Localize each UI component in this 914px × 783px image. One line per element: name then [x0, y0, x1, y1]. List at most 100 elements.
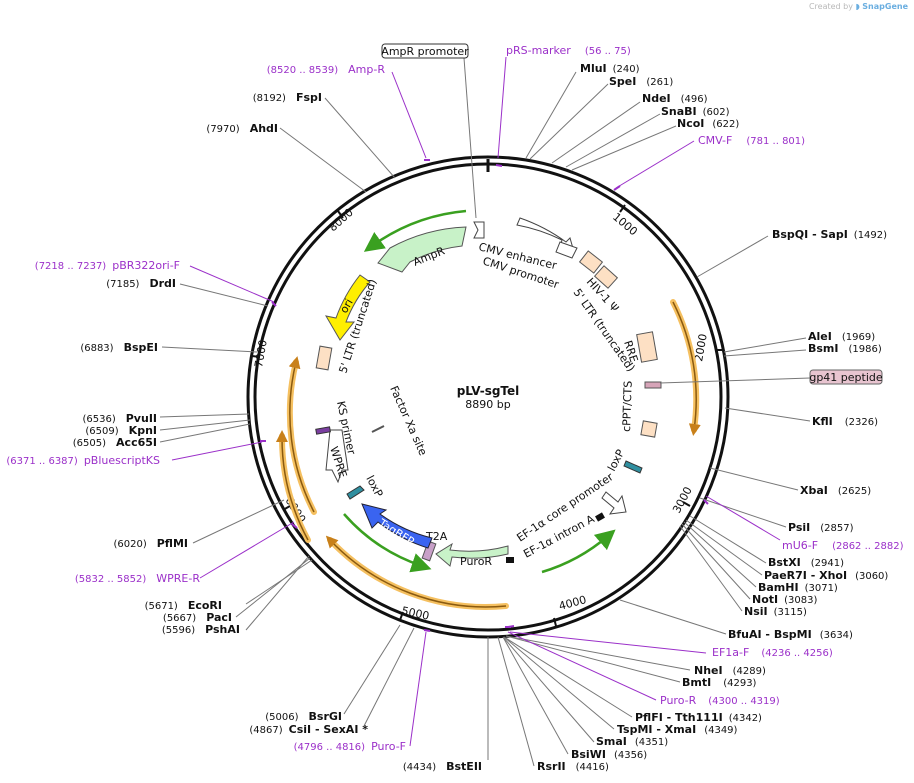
- ef1a-intron-marker: [595, 512, 605, 522]
- site-label[interactable]: (7970)AhdI: [206, 122, 278, 135]
- tick-label-5000: 5000: [400, 604, 430, 623]
- primer-label[interactable]: (8520 .. 8539)Amp-R: [267, 63, 386, 76]
- site-label[interactable]: SpeI(261): [609, 75, 673, 88]
- site-label[interactable]: KflI(2326): [812, 415, 878, 428]
- site-label[interactable]: RsrII(4416): [537, 760, 609, 773]
- site-label[interactable]: NsiI(3115): [744, 605, 807, 618]
- factor-xa-marker: [371, 425, 385, 433]
- site-label[interactable]: BamHI(3071): [758, 581, 838, 594]
- ampr-outer-line: [363, 209, 467, 252]
- rre-feature[interactable]: [636, 331, 658, 363]
- site-label[interactable]: (6509)KpnI: [85, 424, 157, 437]
- ampr-promoter-box[interactable]: [381, 43, 469, 59]
- ori-feature[interactable]: [325, 274, 371, 341]
- left-site-labels: (4434)BstEII (5006)BsrGI (4867)CsiI - Se…: [73, 91, 482, 773]
- site-label[interactable]: PflFI - Tth111I(4342): [635, 711, 762, 724]
- ks-primer-feature[interactable]: [315, 426, 331, 435]
- site-label[interactable]: (5596)PshAI: [162, 623, 240, 636]
- snapgene-logo-icon: ◗: [855, 2, 860, 11]
- site-label[interactable]: (4434)BstEII: [403, 760, 482, 773]
- site-label[interactable]: (5667)PacI: [163, 611, 232, 624]
- ltr5-feature[interactable]: [315, 345, 333, 371]
- site-label[interactable]: SmaI(4351): [596, 735, 668, 748]
- loxp-left-feature[interactable]: [346, 485, 365, 500]
- gp41-feature[interactable]: [644, 381, 662, 389]
- primer-labels: pRS-marker(56 .. 75) CMV-F(781 .. 801) m…: [6, 44, 903, 753]
- factor-xa-label: Factor Xa site: [387, 384, 429, 458]
- ampr-feature[interactable]: [377, 226, 467, 273]
- site-label[interactable]: BspQI - SapI(1492): [772, 228, 887, 241]
- site-label[interactable]: (5671)EcoRI: [145, 599, 222, 612]
- loxp-right-feature[interactable]: [623, 460, 643, 474]
- site-label[interactable]: (6020)PflMI: [113, 537, 188, 550]
- primer-markers: [260, 159, 709, 632]
- ori-label: ori: [337, 297, 355, 316]
- site-label[interactable]: BstXI(2941): [768, 556, 844, 569]
- tick-6000: [282, 505, 291, 511]
- gp41-connector: [659, 377, 811, 384]
- ampr-promoter-feature[interactable]: [473, 221, 485, 239]
- site-label[interactable]: (7185)DrdI: [106, 277, 176, 290]
- primer-label[interactable]: (4796 .. 4816)Puro-F: [294, 740, 406, 753]
- site-label[interactable]: BsmI(1986): [808, 342, 882, 355]
- tick-label-1000: 1000: [610, 210, 640, 238]
- site-label[interactable]: (4867)CsiI - SexAI *: [249, 723, 368, 736]
- tick-label-2000: 2000: [692, 333, 710, 363]
- site-label[interactable]: PsiI(2857): [788, 521, 854, 534]
- primer-label[interactable]: (5832 .. 5852)WPRE-R: [75, 572, 200, 585]
- orange-arc-right: [670, 299, 700, 433]
- site-label[interactable]: (6883)BspEI: [80, 341, 158, 354]
- site-label[interactable]: (6536)PvuII: [82, 412, 157, 425]
- site-label[interactable]: BmtI(4293): [682, 676, 757, 689]
- orange-arc-left2-core: [275, 430, 309, 541]
- tick-3000: [682, 501, 691, 507]
- site-label[interactable]: (8192)FspI: [253, 91, 322, 104]
- hiv-psi-box[interactable]: [578, 250, 604, 274]
- site-label[interactable]: NdeI(496): [642, 92, 708, 105]
- wpre-feature[interactable]: [325, 429, 349, 484]
- gp41-box[interactable]: [809, 369, 883, 385]
- site-label[interactable]: MluI(240): [580, 62, 640, 75]
- site-label[interactable]: BfuAI - BspMI(3634): [728, 628, 853, 641]
- primer-label[interactable]: (7218 .. 7237)pBR322ori-F: [35, 259, 180, 272]
- orange-arc-bottom-core: [325, 535, 507, 608]
- primer-label[interactable]: mU6-F(2862 .. 2882): [782, 539, 904, 552]
- tick-7000: [251, 355, 261, 358]
- primer-label[interactable]: (6371 .. 6387)pBluescriptKS: [6, 454, 160, 467]
- right-site-labels: MluI(240) SpeI(261) NdeI(496) SnaBI(602)…: [537, 62, 888, 773]
- site-label[interactable]: NheI(4289): [694, 664, 766, 677]
- watermark-brand: SnapGene: [862, 2, 908, 11]
- site-label[interactable]: BsiWI(4356): [571, 748, 647, 761]
- primer-label[interactable]: Puro-R(4300 .. 4319): [660, 694, 780, 707]
- plasmid-name: pLV-sgTel: [457, 384, 520, 398]
- site-label[interactable]: NotI(3083): [752, 593, 817, 606]
- ef1a-green-line: [541, 529, 616, 574]
- primer-label[interactable]: EF1a-F(4236 .. 4256): [712, 646, 833, 659]
- site-label[interactable]: (6505)Acc65I: [73, 436, 157, 449]
- site-label[interactable]: NcoI(622): [677, 117, 739, 130]
- site-label[interactable]: SnaBI(602): [661, 105, 730, 118]
- site-label[interactable]: (5006)BsrGI: [265, 710, 342, 723]
- ef1a-core-feature[interactable]: [601, 491, 627, 515]
- primer-label[interactable]: CMV-F(781 .. 801): [698, 134, 805, 147]
- site-label[interactable]: XbaI(2625): [800, 484, 871, 497]
- primer-label[interactable]: pRS-marker(56 .. 75): [506, 44, 631, 57]
- cmv-promoter-feature[interactable]: [555, 241, 578, 259]
- cmv-enhancer-feature[interactable]: [516, 217, 575, 253]
- cppt-feature[interactable]: [640, 420, 658, 438]
- site-label[interactable]: PaeR7I - XhoI(3060): [764, 569, 888, 582]
- site-label[interactable]: TspMI - XmaI(4349): [617, 723, 738, 736]
- tick-4000: [553, 617, 557, 627]
- loxp-right-label: loxP: [605, 447, 627, 473]
- cppt-label: cPPT/CTS: [620, 381, 635, 433]
- tick-label-7000: 7000: [252, 339, 270, 369]
- leader-lines: [159, 71, 811, 767]
- tagbfp-feature[interactable]: [361, 503, 433, 549]
- tick-8000: [337, 210, 344, 219]
- site-label[interactable]: AleI(1969): [808, 330, 875, 343]
- ltr3-box[interactable]: [593, 265, 619, 289]
- puror-feature[interactable]: [435, 542, 509, 567]
- tick-5000: [399, 611, 404, 621]
- ampr-promoter-label: AmpR promoter: [381, 45, 469, 58]
